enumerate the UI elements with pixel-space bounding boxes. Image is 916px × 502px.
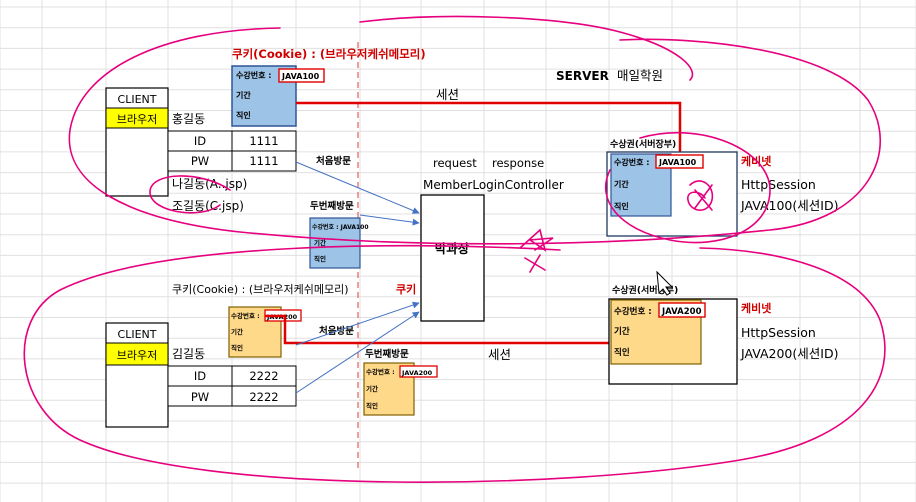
bottom-second-card-field3: 직인 xyxy=(366,401,378,410)
bottom-server-field3: 직인 xyxy=(614,347,630,358)
server-label: SERVER xyxy=(556,69,609,83)
bottom-second-card-value-box xyxy=(399,365,438,378)
bottom-session-loop xyxy=(23,244,886,483)
bottom-cookie-title: 쿠키(Cookie) : (브라우저케쉬메모리) xyxy=(172,283,349,296)
bottom-card-field1: 수강번호 : xyxy=(231,311,260,320)
bottom-side-label-1: 케비넷 xyxy=(741,301,771,315)
pen-annotations xyxy=(23,15,886,483)
top-loop-tail xyxy=(359,15,694,81)
top-session-loop xyxy=(68,27,882,245)
bottom-cookie-card: 수강번호 : JAVA200 기간 직인 xyxy=(228,306,302,358)
bottom-second-card-field2: 기간 xyxy=(366,384,378,393)
extra-user-1: 나길동(A..jsp) xyxy=(172,177,247,191)
top-second-card-field2: 기간 xyxy=(314,238,326,247)
extra-users-loop xyxy=(149,175,231,214)
bottom-session-label: 세션 xyxy=(488,347,511,362)
top-card-field2: 기간 xyxy=(236,90,251,100)
bottom-side-label-3: JAVA200(세션ID) xyxy=(740,346,838,361)
server-name: 매일학원 xyxy=(617,68,663,83)
bottom-server-field2: 기간 xyxy=(614,326,630,337)
top-client-header: CLIENT xyxy=(118,93,157,106)
top-client-box: CLIENT 브라우저 xyxy=(105,87,169,197)
top-second-visit-card: 수강번호 : JAVA100 기간 직인 xyxy=(309,217,369,269)
top-side-label-3: JAVA100(세션ID) xyxy=(740,198,838,213)
bottom-second-card-field1: 수강번호 : xyxy=(366,367,395,376)
bottom-server-field1: 수강번호 : xyxy=(614,306,652,317)
bottom-credentials-table: ID 2222 PW 2222 xyxy=(167,365,297,407)
arrow-bottom-second xyxy=(295,311,420,394)
bottom-client-header: CLIENT xyxy=(118,328,157,341)
top-card-value: JAVA100 xyxy=(281,72,320,81)
bottom-client-browser: 브라우저 xyxy=(117,349,157,362)
top-client-browser: 브라우저 xyxy=(117,113,157,126)
extra-user-2: 조길동(C.jsp) xyxy=(172,199,244,213)
response-label: response xyxy=(492,156,544,170)
bottom-card-field2: 기간 xyxy=(231,327,243,336)
bottom-server-value-box xyxy=(658,302,706,318)
bottom-second-card-value: JAVA200 xyxy=(401,369,433,377)
bottom-server-box: 수강번호 : JAVA200 기간 직인 xyxy=(608,298,738,385)
scribble-mark xyxy=(687,180,714,211)
top-server-field1: 수강번호 : xyxy=(614,157,649,167)
controller-box-label: 박과장 xyxy=(435,241,470,256)
bottom-second-visit: 두번째방문 xyxy=(365,348,409,360)
top-first-visit: 처음방문 xyxy=(316,155,351,167)
arrow-top-first xyxy=(295,161,420,214)
top-server-field3: 직인 xyxy=(614,201,629,211)
bottom-user-name: 김길동 xyxy=(172,347,205,361)
top-server-box: 수강번호 : JAVA100 기간 직인 xyxy=(606,151,738,237)
bottom-card-field3: 직인 xyxy=(231,343,243,352)
star-mark xyxy=(519,228,554,252)
bottom-id-value: 2222 xyxy=(249,369,278,383)
top-pw-value: 1111 xyxy=(249,154,278,168)
bottom-server-value: JAVA200 xyxy=(661,307,702,317)
top-card-value-box xyxy=(278,68,325,83)
top-user-name: 홍길동 xyxy=(172,112,205,126)
bottom-pw-label: PW xyxy=(191,390,209,404)
top-side-label-2: HttpSession xyxy=(741,177,816,192)
top-session-label: 세션 xyxy=(436,87,459,102)
top-second-visit: 두번째방문 xyxy=(310,200,354,212)
bottom-id-label: ID xyxy=(194,369,206,383)
arrow-bottom-first xyxy=(295,301,420,346)
top-id-label: ID xyxy=(194,134,206,148)
top-server-value: JAVA100 xyxy=(658,158,697,167)
arrow-top-second xyxy=(359,214,420,226)
request-label: request xyxy=(433,156,477,170)
top-second-card-field3: 직인 xyxy=(314,254,326,263)
bottom-pw-value: 2222 xyxy=(249,390,278,404)
top-cookie-card: 수강번호 : JAVA100 기간 직인 xyxy=(231,65,325,127)
top-second-card-field1: 수강번호 : JAVA100 xyxy=(312,223,369,231)
bottom-side-label-2: HttpSession xyxy=(741,325,816,340)
top-credentials-table: ID 1111 PW 1111 xyxy=(167,130,297,172)
top-server-box-title: 수상권(서버장부) xyxy=(610,138,676,150)
top-id-value: 1111 xyxy=(249,134,278,148)
top-server-field2: 기간 xyxy=(614,179,629,189)
top-card-field3: 직인 xyxy=(236,110,251,120)
controller-label: MemberLoginController xyxy=(423,178,564,192)
cookie-red-label: 쿠키 xyxy=(396,282,416,296)
top-server-value-box xyxy=(655,154,704,169)
request-arrows xyxy=(295,161,420,394)
top-pw-label: PW xyxy=(191,154,209,168)
top-card-field1: 수강번호 : xyxy=(236,70,271,80)
controller-box: 박과장 xyxy=(420,194,485,322)
bottom-client-box: CLIENT 브라우저 xyxy=(105,322,169,428)
cursor-icon xyxy=(656,270,674,296)
cross-mark xyxy=(524,254,546,273)
top-cookie-title: 쿠키(Cookie) : (브라우저케쉬메모리) xyxy=(232,47,426,61)
server-circle xyxy=(604,131,771,244)
bottom-second-visit-card: 수강번호 : JAVA200 기간 직인 xyxy=(363,362,438,416)
